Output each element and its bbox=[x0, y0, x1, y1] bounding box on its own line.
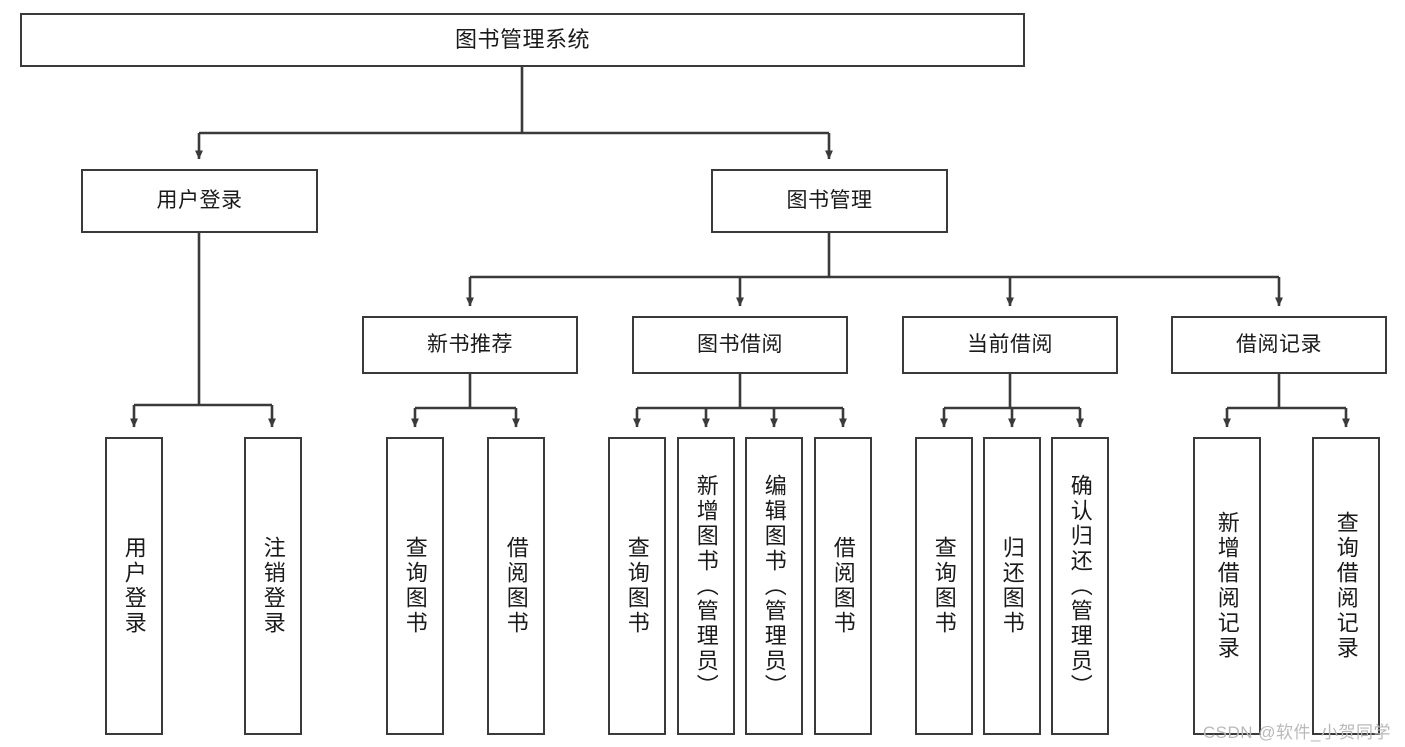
node-leaf-query-book-1-label: 查询图书 bbox=[402, 536, 428, 636]
node-borrow-record-label: 借阅记录 bbox=[1236, 333, 1322, 357]
node-book-manage-label: 图书管理 bbox=[786, 189, 873, 213]
node-leaf-return-book-label: 归还图书 bbox=[999, 536, 1025, 636]
node-current-borrow[interactable]: 当前借阅 bbox=[902, 316, 1118, 374]
node-leaf-query-book-3-label: 查询图书 bbox=[931, 536, 957, 636]
node-leaf-add-book[interactable]: 新增图书（管理员） bbox=[677, 437, 735, 735]
node-user-login-label: 用户登录 bbox=[156, 189, 243, 213]
node-leaf-user-login[interactable]: 用户登录 bbox=[105, 437, 163, 735]
node-leaf-confirm-return-label: 确认归还（管理员） bbox=[1067, 473, 1093, 699]
node-book-borrow[interactable]: 图书借阅 bbox=[632, 316, 848, 374]
node-current-borrow-label: 当前借阅 bbox=[967, 333, 1053, 357]
watermark: CSDN @软件_小贺同学 bbox=[1202, 723, 1391, 742]
node-new-book-rec[interactable]: 新书推荐 bbox=[362, 316, 578, 374]
node-leaf-borrow-book-1-label: 借阅图书 bbox=[503, 536, 529, 636]
node-leaf-borrow-book-2[interactable]: 借阅图书 bbox=[814, 437, 872, 735]
node-root[interactable]: 图书管理系统 bbox=[20, 13, 1025, 67]
node-leaf-edit-book-label: 编辑图书（管理员） bbox=[761, 473, 787, 699]
node-leaf-logout-label: 注销登录 bbox=[260, 536, 286, 636]
node-leaf-edit-book[interactable]: 编辑图书（管理员） bbox=[745, 437, 803, 735]
node-user-login[interactable]: 用户登录 bbox=[81, 169, 318, 233]
node-leaf-query-book-3[interactable]: 查询图书 bbox=[915, 437, 973, 735]
node-leaf-query-record[interactable]: 查询借阅记录 bbox=[1312, 437, 1380, 735]
node-new-book-rec-label: 新书推荐 bbox=[427, 333, 513, 357]
node-leaf-return-book[interactable]: 归还图书 bbox=[983, 437, 1041, 735]
node-borrow-record[interactable]: 借阅记录 bbox=[1171, 316, 1387, 374]
node-leaf-borrow-book-2-label: 借阅图书 bbox=[830, 536, 856, 636]
node-leaf-user-login-label: 用户登录 bbox=[121, 536, 147, 636]
node-leaf-query-book-2-label: 查询图书 bbox=[624, 536, 650, 636]
node-leaf-query-book-1[interactable]: 查询图书 bbox=[386, 437, 444, 735]
node-leaf-borrow-book-1[interactable]: 借阅图书 bbox=[487, 437, 545, 735]
node-book-manage[interactable]: 图书管理 bbox=[711, 169, 948, 233]
node-leaf-add-record[interactable]: 新增借阅记录 bbox=[1193, 437, 1261, 735]
node-leaf-query-book-2[interactable]: 查询图书 bbox=[608, 437, 666, 735]
node-leaf-add-record-label: 新增借阅记录 bbox=[1214, 511, 1240, 661]
node-book-borrow-label: 图书借阅 bbox=[697, 333, 783, 357]
node-leaf-query-record-label: 查询借阅记录 bbox=[1333, 511, 1359, 661]
node-leaf-logout[interactable]: 注销登录 bbox=[244, 437, 302, 735]
node-leaf-add-book-label: 新增图书（管理员） bbox=[693, 473, 719, 699]
node-root-label: 图书管理系统 bbox=[454, 26, 590, 52]
node-leaf-confirm-return[interactable]: 确认归还（管理员） bbox=[1051, 437, 1109, 735]
